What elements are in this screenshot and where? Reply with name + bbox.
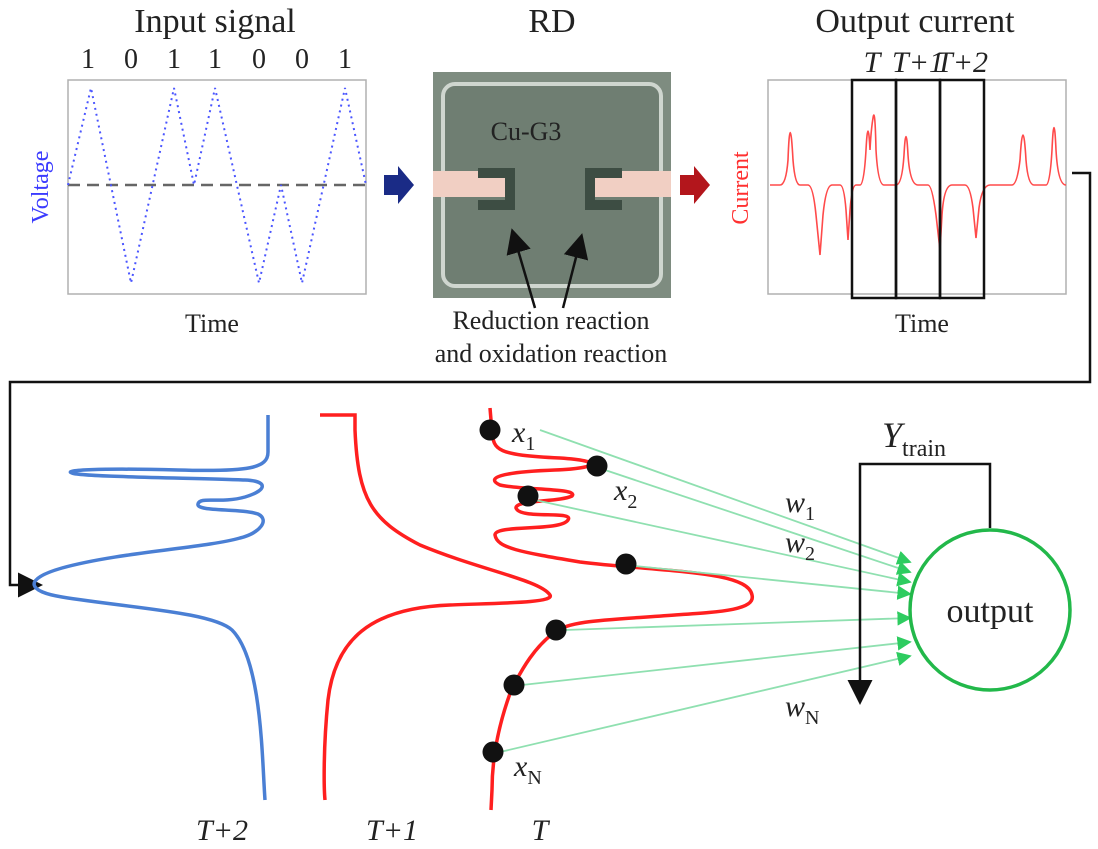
connection-line [499, 651, 912, 753]
reaction-pointer-right [561, 233, 589, 309]
bit-label: 1 [167, 44, 181, 75]
connection-line [521, 636, 912, 686]
output-window-labels: T T+1 T+2 [864, 46, 988, 79]
sample-point [586, 455, 608, 477]
output-panel-title: Output current [815, 3, 1015, 40]
rd-chip-photo [433, 72, 671, 298]
sample-point [545, 619, 567, 641]
curve-t-plus-1 [320, 413, 552, 801]
output-current-trace [770, 114, 1067, 256]
curve-t-plus-2 [32, 415, 270, 801]
sample-point [503, 674, 525, 696]
sample-points [479, 419, 637, 763]
output-x-axis-label: Time [895, 309, 949, 338]
reaction-pointer-left [506, 228, 537, 309]
feedback-connector-arrow [8, 171, 1092, 598]
weighted-connections [499, 429, 912, 753]
output-node-label: output [947, 593, 1034, 630]
bit-label: 1 [81, 44, 95, 75]
connection-line [534, 499, 912, 587]
red-arrow-icon [680, 166, 710, 204]
rd-caption-line1: Reduction reaction [452, 306, 649, 335]
output-node [908, 528, 1072, 692]
blue-arrow-icon [384, 166, 414, 204]
input-panel-title: Input signal [134, 3, 295, 40]
connection-line [634, 565, 912, 600]
curve-t [488, 407, 754, 811]
output-plot-frame [767, 79, 1067, 295]
connection-line [604, 469, 912, 575]
target-label: Ytrain [882, 415, 946, 462]
sample-point [482, 741, 504, 763]
window-box [938, 78, 986, 300]
input-label-xn: xN [513, 750, 542, 789]
sample-point [615, 553, 637, 575]
bit-label: 1 [338, 44, 352, 75]
rd-panel-title: RD [528, 3, 575, 40]
input-bits: 1 0 1 1 0 0 1 [81, 44, 352, 75]
connection-line [539, 429, 912, 565]
weight-label-w1: w1 [785, 486, 815, 525]
bit-label: 0 [124, 44, 138, 75]
bit-label: 0 [252, 44, 266, 75]
input-label-x2: x2 [613, 474, 637, 513]
curve-label: T+1 [366, 814, 418, 847]
input-plot-frame [67, 79, 367, 295]
input-label-x1: x1 [511, 416, 535, 455]
weight-label-wn: wN [785, 690, 819, 729]
connection-line [564, 611, 912, 631]
sample-point [517, 485, 539, 507]
window-label: T+1 [892, 46, 944, 79]
weight-label-w2: w2 [785, 526, 815, 565]
output-y-axis-label: Current [728, 151, 754, 225]
input-y-axis-label: Voltage [28, 151, 54, 224]
rd-caption-line2: and oxidation reaction [435, 339, 667, 368]
curve-label: T [532, 814, 551, 847]
bit-label: 0 [295, 44, 309, 75]
input-voltage-trace [67, 87, 367, 284]
window-label: T+2 [936, 46, 988, 79]
chip-label: Cu-G3 [491, 117, 562, 146]
bit-label: 1 [208, 44, 222, 75]
target-feedback-arrow [847, 462, 992, 705]
input-x-axis-label: Time [185, 309, 239, 338]
sample-point [479, 419, 501, 441]
window-label: T [864, 46, 883, 79]
curve-label: T+2 [196, 814, 248, 847]
